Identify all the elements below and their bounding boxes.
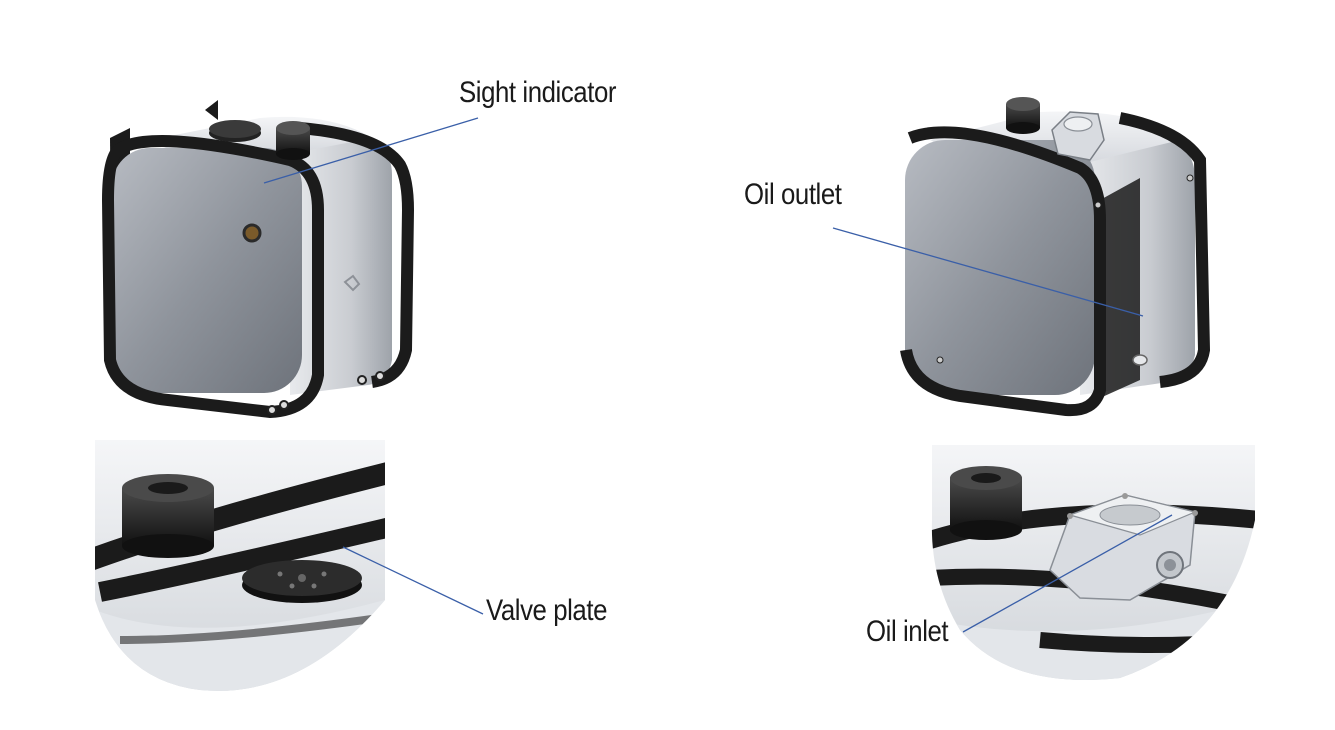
oil-inlet-label: Oil inlet: [866, 615, 949, 648]
left-tank-face: [112, 148, 302, 393]
oil-inlet-detail: [931, 445, 1255, 680]
left-tank-rear-strap: [299, 122, 415, 388]
right-tank-rear-strap: [1118, 112, 1211, 388]
oil-outlet-port: [1132, 354, 1148, 366]
left-tank-illustration: [101, 100, 415, 419]
sight-indicator-label: Sight indicator: [459, 76, 617, 109]
leader-lines: [263, 117, 1173, 633]
leader-line-oil-inlet: [962, 514, 1173, 633]
valve-plate-detail: [95, 440, 385, 691]
oil-outlet-label: Oil outlet: [744, 178, 842, 211]
valve-plate-label: Valve plate: [486, 594, 608, 627]
sight-indicator-glass: [242, 223, 262, 243]
leader-line-sight-indicator: [263, 117, 479, 184]
right-tank-face: [905, 140, 1095, 395]
right-tank-illustration: [900, 97, 1211, 417]
leader-line-valve-plate: [342, 546, 484, 615]
left-tank-front-strap: [101, 135, 324, 419]
leader-line-oil-outlet: [832, 227, 1144, 317]
